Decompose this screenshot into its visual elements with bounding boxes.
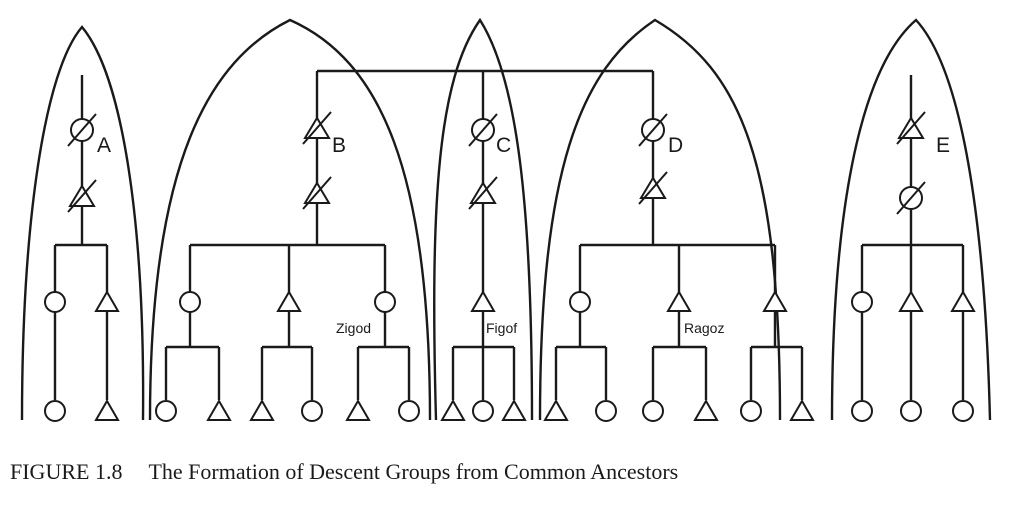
figure-title: The Formation of Descent Groups from Com… (148, 459, 679, 484)
male-symbol (898, 290, 924, 312)
female-symbol (179, 291, 201, 313)
descent-group-e-outline (830, 18, 992, 421)
ancestor-triangle-deceased (896, 111, 926, 145)
descent-group-e: E (851, 75, 976, 422)
female-symbol (851, 291, 873, 313)
group-label-b: B (332, 134, 346, 157)
descent-group-a: A (44, 75, 120, 422)
individual-label-ragoz: Ragoz (684, 320, 724, 336)
male-symbol (762, 290, 788, 312)
female-symbol (472, 400, 494, 422)
ancestor-triangle-deceased (302, 111, 332, 145)
female-symbol (155, 400, 177, 422)
female-symbol (569, 291, 591, 313)
male-symbol (666, 290, 692, 312)
figure-caption: FIGURE 1.8 The Formation of Descent Group… (10, 459, 678, 485)
female-symbol (301, 400, 323, 422)
ancestor-circle-deceased (468, 113, 498, 147)
male-symbol (94, 399, 120, 421)
female-symbol (398, 400, 420, 422)
male-symbol (249, 399, 275, 421)
group-label-d: D (668, 134, 683, 157)
descent-group-b: B Zigod (155, 71, 420, 422)
male-symbol (501, 399, 527, 421)
group-label-e: E (936, 134, 950, 157)
descent-group-d-outline (538, 18, 782, 421)
group-label-a: A (97, 134, 111, 157)
female-symbol (900, 400, 922, 422)
female-symbol (952, 400, 974, 422)
male-symbol (94, 290, 120, 312)
group-label-c: C (496, 134, 511, 157)
female-symbol (740, 400, 762, 422)
ancestor-circle-deceased (896, 181, 926, 215)
descent-group-c-outline (433, 17, 534, 421)
descent-group-b-outline (148, 18, 432, 421)
male-symbol (206, 399, 232, 421)
male-symbol (693, 399, 719, 421)
female-symbol (44, 291, 66, 313)
male-symbol (470, 290, 496, 312)
individual-label-zigod: Zigod (336, 320, 371, 336)
descent-group-d: D Ragoz (543, 71, 815, 422)
male-symbol (276, 290, 302, 312)
descent-groups-diagram: A (20, 17, 992, 422)
ancestor-circle-deceased (67, 113, 97, 147)
female-symbol (44, 400, 66, 422)
ancestor-triangle-deceased (302, 176, 332, 210)
male-symbol (789, 399, 815, 421)
male-symbol (440, 399, 466, 421)
male-symbol (345, 399, 371, 421)
female-symbol (595, 400, 617, 422)
descent-group-a-outline (20, 25, 145, 421)
female-symbol (374, 291, 396, 313)
female-symbol (642, 400, 664, 422)
descent-group-c: C Figof (440, 71, 527, 422)
female-symbol (851, 400, 873, 422)
individual-label-figof: Figof (486, 320, 517, 336)
male-symbol (543, 399, 569, 421)
ancestor-triangle-deceased (638, 171, 668, 205)
ancestor-triangle-deceased (67, 179, 97, 213)
ancestor-circle-deceased (638, 113, 668, 147)
male-symbol (950, 290, 976, 312)
figure-number: FIGURE 1.8 (10, 459, 123, 484)
ancestor-triangle-deceased (468, 176, 498, 210)
